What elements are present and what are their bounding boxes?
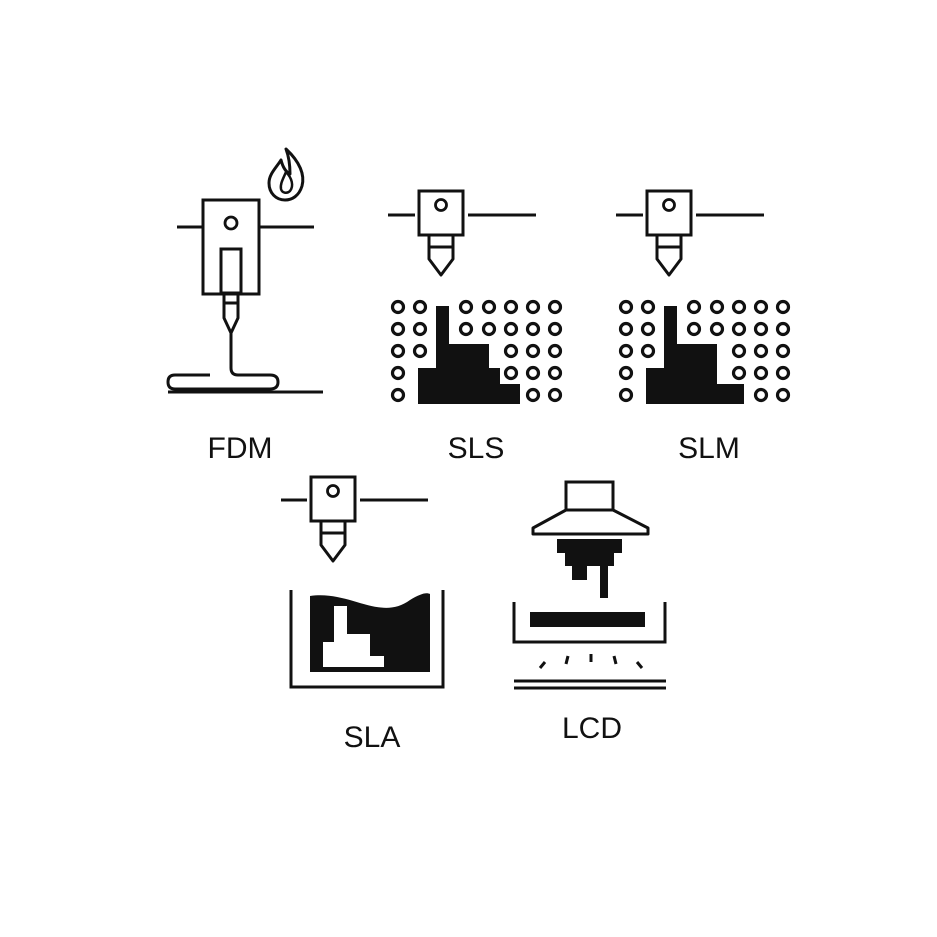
lcd-printer-icon bbox=[512, 480, 667, 690]
label-lcd: LCD bbox=[561, 712, 623, 745]
label-sla: SLA bbox=[343, 721, 401, 754]
slm-printer-icon bbox=[616, 189, 791, 404]
fdm-printer-icon bbox=[166, 147, 323, 394]
label-fdm: FDM bbox=[207, 432, 273, 465]
label-sls: SLS bbox=[447, 432, 505, 465]
sla-printer-icon bbox=[281, 475, 445, 689]
sls-printer-icon bbox=[388, 189, 563, 404]
label-slm: SLM bbox=[678, 432, 740, 465]
